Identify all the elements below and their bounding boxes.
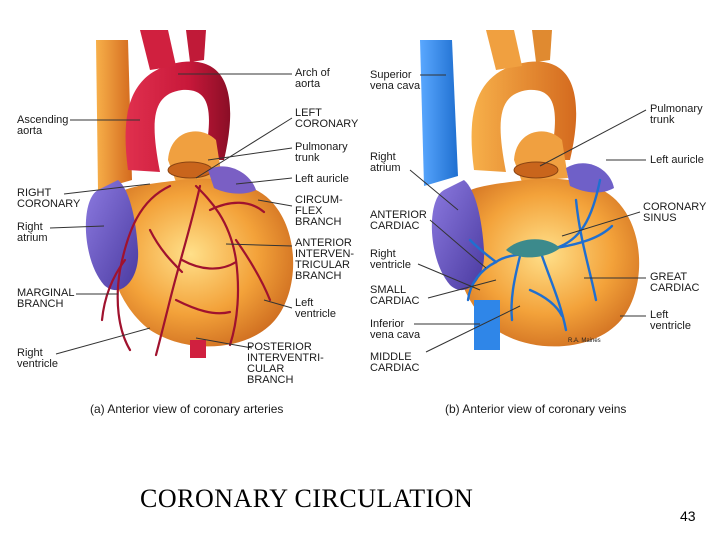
label-line: vena cava [370, 329, 421, 341]
caption-panel-b: (b) Anterior view of coronary veins [445, 402, 627, 416]
label-line: Right [370, 151, 396, 163]
label-great-cardiac: GREAT CARDIAC [650, 272, 700, 294]
label-right-atrium-a: Right atrium [17, 222, 48, 244]
label-line: Ascending [17, 114, 69, 126]
label-line: RIGHT [17, 187, 52, 199]
label-marginal-branch: MARGINAL BRANCH [17, 288, 74, 310]
label-line: BRANCH [295, 216, 342, 228]
label-anterior-cardiac: ANTERIOR CARDIAC [370, 210, 427, 232]
label-pulmonary-trunk-a: Pulmonary trunk [295, 142, 348, 164]
label-line: SMALL [370, 284, 407, 296]
label-right-ventricle-b: Right ventricle [370, 249, 411, 271]
label-line: BRANCH [17, 298, 64, 310]
label-line: Right [370, 248, 396, 260]
label-line: POSTERIOR [247, 341, 312, 353]
label-inferior-vena-cava: Inferior vena cava [370, 319, 420, 341]
label-posterior-interventricular: POSTERIOR INTERVENTRI- CULAR BRANCH [247, 342, 324, 386]
label-line: SINUS [643, 212, 677, 224]
label-line: Inferior [370, 318, 405, 330]
label-small-cardiac: SMALL CARDIAC [370, 285, 420, 307]
label-left-ventricle-b: Left ventricle [650, 310, 691, 332]
label-middle-cardiac: MIDDLE CARDIAC [370, 352, 420, 374]
label-line: LEFT [295, 107, 322, 119]
label-line: Left [650, 309, 669, 321]
label-line: BRANCH [295, 270, 342, 282]
label-line: FLEX [295, 205, 323, 217]
slide-title: CORONARY CIRCULATION [140, 484, 474, 513]
label-line: ANTERIOR [370, 209, 427, 221]
label-line: CORONARY [643, 201, 707, 213]
label-left-auricle-b: Left auricle [650, 155, 704, 166]
label-line: ventricle [650, 320, 691, 332]
label-line: TRICULAR [295, 259, 351, 271]
label-line: MARGINAL [17, 287, 75, 299]
label-line: INTERVENTRI- [247, 352, 324, 364]
label-line: Left [295, 297, 314, 309]
illustrator-signature: R.A. Maines [568, 338, 601, 344]
label-left-ventricle-a: Left ventricle [295, 298, 336, 320]
label-line: CORONARY [295, 118, 359, 130]
label-line: ANTERIOR [295, 237, 352, 249]
label-line: Arch of [295, 67, 330, 79]
label-right-atrium-b: Right atrium [370, 152, 401, 174]
page-number: 43 [680, 508, 696, 524]
label-line: Left auricle [650, 154, 704, 166]
label-line: CORONARY [17, 198, 81, 210]
label-left-auricle-a: Left auricle [295, 174, 349, 185]
label-line: CARDIAC [650, 282, 700, 294]
label-line: CIRCUM- [295, 194, 343, 206]
caption-panel-a: (a) Anterior view of coronary arteries [90, 402, 284, 416]
label-ascending-aorta: Ascending aorta [17, 115, 68, 137]
label-line: Pulmonary [650, 103, 703, 115]
label-line: MIDDLE [370, 351, 412, 363]
label-left-coronary: LEFT CORONARY [295, 108, 358, 130]
label-line: aorta [295, 78, 321, 90]
label-line: atrium [17, 232, 48, 244]
label-line: CARDIAC [370, 362, 420, 374]
label-line: trunk [295, 152, 320, 164]
label-superior-vena-cava: Superior vena cava [370, 70, 420, 92]
label-line: GREAT [650, 271, 688, 283]
label-line: INTERVEN- [295, 248, 355, 260]
label-circumflex-branch: CIRCUM- FLEX BRANCH [295, 195, 343, 228]
label-line: trunk [650, 114, 675, 126]
label-line: ventricle [370, 259, 411, 271]
label-right-coronary: RIGHT CORONARY [17, 188, 80, 210]
label-line: CARDIAC [370, 220, 420, 232]
label-pulmonary-trunk-b: Pulmonary trunk [650, 104, 703, 126]
label-line: CARDIAC [370, 295, 420, 307]
label-line: ventricle [295, 308, 336, 320]
label-arch-of-aorta: Arch of aorta [295, 68, 330, 90]
label-line: Right [17, 221, 43, 233]
label-line: Left auricle [295, 173, 349, 185]
label-line: Pulmonary [295, 141, 348, 153]
panel-b-illustration [420, 30, 640, 350]
label-right-ventricle-a: Right ventricle [17, 348, 58, 370]
label-line: aorta [17, 125, 43, 137]
panel-a-illustration [85, 30, 294, 358]
leader-lines [49, 73, 647, 355]
label-coronary-sinus: CORONARY SINUS [643, 202, 706, 224]
label-anterior-interventricular: ANTERIOR INTERVEN- TRICULAR BRANCH [295, 238, 354, 282]
label-line: Superior [370, 69, 412, 81]
label-line: ventricle [17, 358, 58, 370]
label-line: atrium [370, 162, 401, 174]
label-line: Right [17, 347, 43, 359]
label-line: BRANCH [247, 374, 294, 386]
label-line: vena cava [370, 80, 421, 92]
label-line: CULAR [247, 363, 285, 375]
